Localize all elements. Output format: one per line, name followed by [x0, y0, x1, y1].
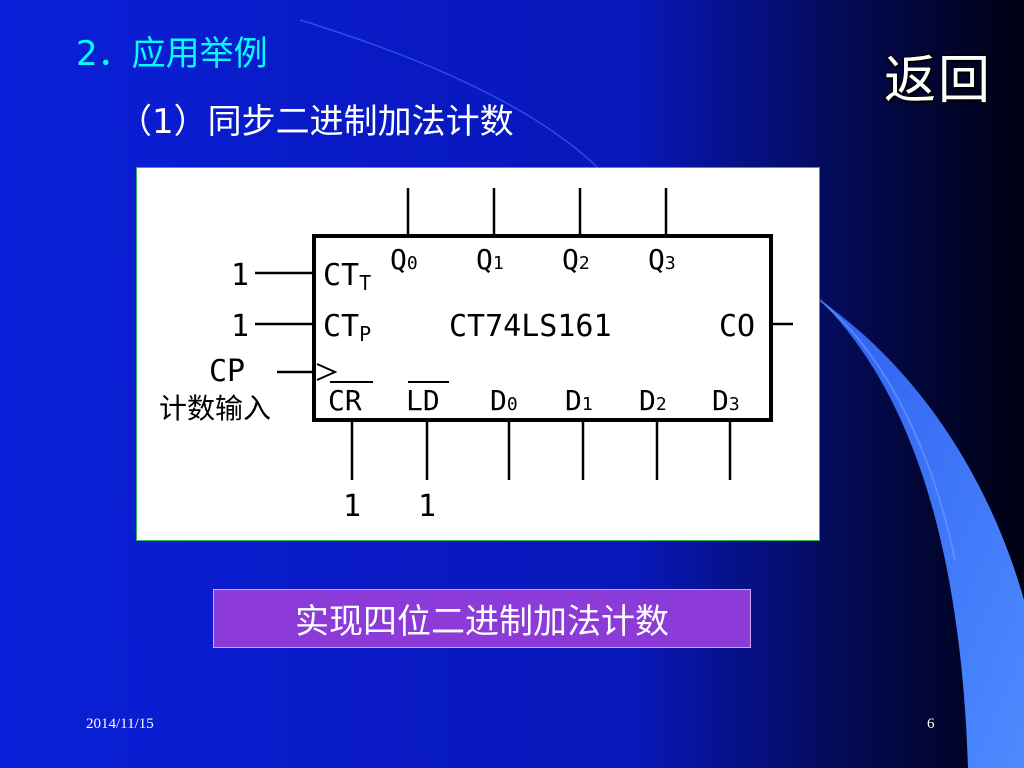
- circuit-diagram: Q0 Q1 Q2 Q3 1 1 CTT CTP CP 计数输入 CT74LS16…: [136, 167, 820, 541]
- output-lines: [406, 188, 668, 236]
- pin-label-cr: CR: [328, 384, 362, 417]
- caption-text: 实现四位二进制加法计数: [295, 602, 669, 642]
- circuit-diagram-svg: Q0 Q1 Q2 Q3 1 1 CTT CTP CP 计数输入 CT74LS16…: [159, 188, 793, 524]
- input-lines: [255, 271, 314, 374]
- bottom-value-ld: 1: [418, 489, 436, 524]
- page-number: 6: [927, 716, 935, 732]
- back-link[interactable]: 返回: [884, 51, 993, 111]
- slide-heading: 2．应用举例: [76, 34, 268, 74]
- clock-label: CP: [209, 354, 245, 389]
- slide-subheading: （1）同步二进制加法计数: [118, 102, 514, 142]
- clock-triangle-icon: [316, 363, 338, 381]
- pin-label-d2: D2: [639, 384, 667, 417]
- footer-date: 2014/11/15: [86, 716, 154, 732]
- pin-label-ctt: CTT: [323, 258, 371, 295]
- clock-description: 计数输入: [159, 392, 271, 425]
- pin-label-ctp: CTP: [323, 309, 371, 346]
- bottom-lines: [350, 420, 732, 480]
- chip-body: [312, 234, 773, 422]
- bottom-value-cr: 1: [343, 489, 361, 524]
- input-value-ctt: 1: [231, 258, 249, 293]
- output-label-q2: Q2: [562, 243, 590, 276]
- carry-out-label: CO: [719, 309, 755, 344]
- pin-label-ld: LD: [406, 384, 440, 417]
- caption-box: 实现四位二进制加法计数: [213, 589, 751, 648]
- pin-label-d1: D1: [565, 384, 593, 417]
- input-value-ctp: 1: [231, 309, 249, 344]
- output-label-q3: Q3: [648, 243, 676, 276]
- output-label-q0: Q0: [390, 243, 418, 276]
- output-label-q1: Q1: [476, 243, 504, 276]
- pin-label-d0: D0: [490, 384, 518, 417]
- pin-label-d3: D3: [712, 384, 740, 417]
- chip-name: CT74LS161: [449, 309, 612, 344]
